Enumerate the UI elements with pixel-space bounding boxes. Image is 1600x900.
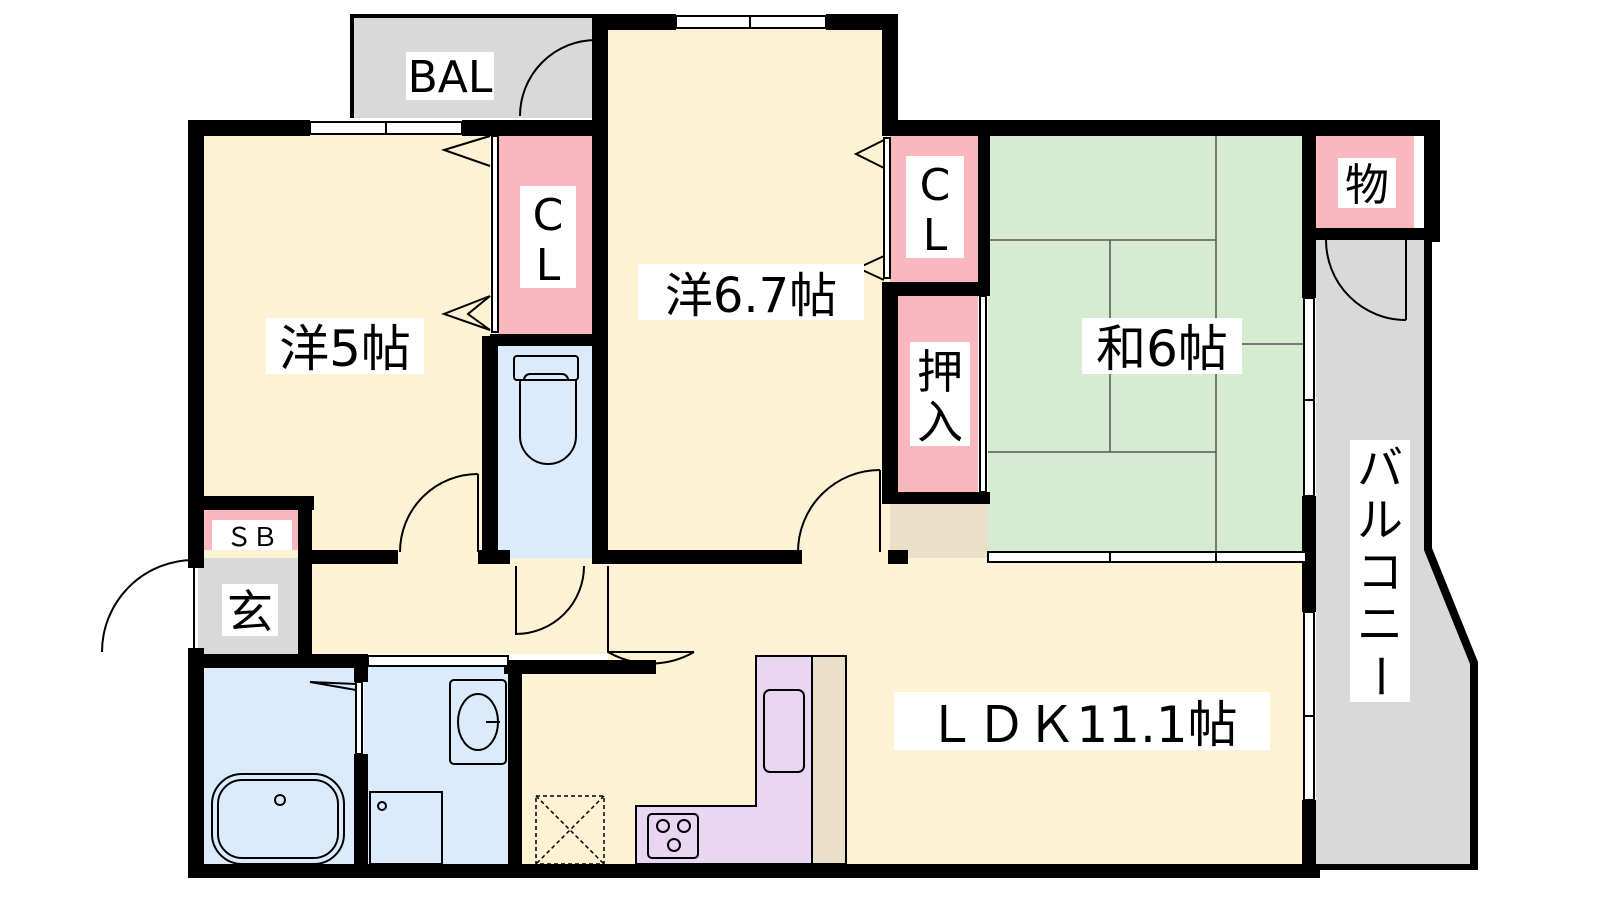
bathtub-fixture xyxy=(211,773,345,865)
windows xyxy=(309,15,1315,801)
western-room-5-label: 洋5帖 xyxy=(279,320,411,378)
balcony-right-label-5: ー xyxy=(1353,653,1407,699)
oshiire-label-2: 入 xyxy=(917,395,963,449)
kitchen-counter xyxy=(635,655,847,865)
toilet-fixture xyxy=(513,355,579,465)
balcony-right-label-4: ニ xyxy=(1357,597,1403,651)
closet-left-label-l: L xyxy=(536,240,561,291)
closet-left-label-c: C xyxy=(533,190,564,241)
doors xyxy=(101,39,1407,665)
oshiire-label-1: 押 xyxy=(917,345,963,399)
shoe-box-label: ＳＢ xyxy=(226,523,278,553)
ldk-label: ＬＤＫ11.1帖 xyxy=(926,696,1237,754)
balcony-right-label-1: バ xyxy=(1357,441,1403,495)
walls xyxy=(188,14,1478,878)
balcony-right-label-2: ル xyxy=(1357,493,1403,547)
refrigerator-space xyxy=(535,795,605,865)
closet-folding-doors xyxy=(309,135,987,755)
storage-label: 物 xyxy=(1345,160,1389,211)
tile-area-floor xyxy=(890,500,988,558)
wash-basin-fixture xyxy=(449,679,507,765)
hallway-floor xyxy=(298,558,608,654)
closet-mid-label-c: C xyxy=(920,160,951,211)
washing-machine-fixture xyxy=(369,791,443,865)
balcony-right-label-3: コ xyxy=(1357,545,1403,599)
balcony-top-label: BAL xyxy=(408,52,493,103)
western-room-67-label: 洋6.7帖 xyxy=(665,268,837,324)
closet-mid-label-l: L xyxy=(923,210,948,261)
japanese-room-label: 和6帖 xyxy=(1096,320,1228,378)
genkan-label: 玄 xyxy=(227,585,273,639)
